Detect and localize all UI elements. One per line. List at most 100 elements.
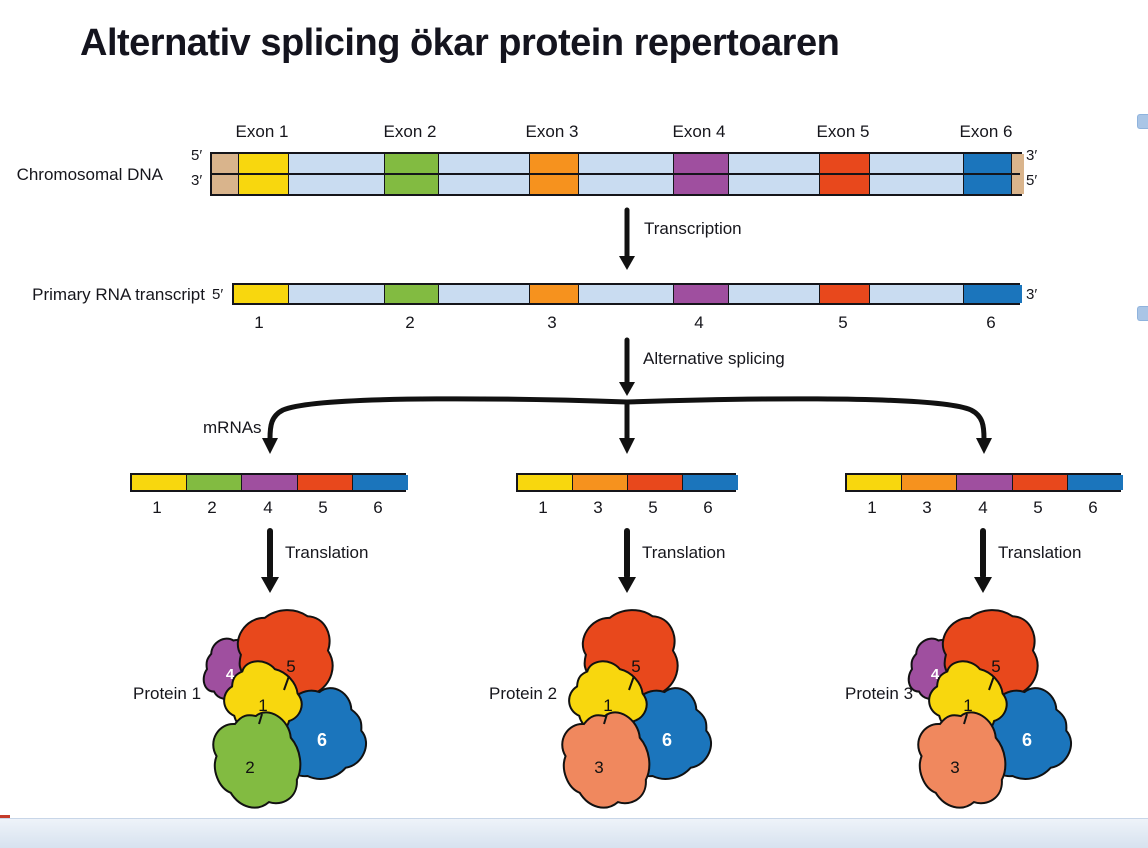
alternative-splicing-arrowhead	[619, 382, 635, 396]
arrow-heads	[261, 256, 992, 593]
protein-subunit-6-blob	[610, 677, 721, 790]
dna-exon-label: Exon 5	[816, 122, 870, 141]
mrna-segment	[957, 475, 1013, 490]
transcription-label: Transcription	[644, 219, 742, 238]
mrna-segment	[187, 475, 242, 490]
splice-arrowhead-left	[262, 438, 278, 454]
protein-2-label: Protein 2	[489, 684, 558, 703]
protein-subunit-number: 1	[258, 696, 267, 715]
protein-1-numbers: 4 5 1 2 6	[226, 657, 327, 777]
mrna-exon-number: 3	[593, 498, 603, 517]
protein-subunit-3-blob	[552, 705, 659, 817]
mrna-segment	[518, 475, 573, 490]
protein-subunit-6-blob	[265, 677, 376, 790]
mrna-exon-number: 1	[867, 498, 877, 517]
arrow-lines	[267, 207, 987, 579]
mrna-exon-number: 4	[978, 498, 988, 517]
splice-arrowhead-center	[619, 438, 635, 454]
dna-exon-label: Exon 3	[525, 122, 579, 141]
rna-intron-segment	[579, 285, 674, 303]
protein-subunit-number: 5	[286, 657, 295, 676]
right-edge-scroll-marker-top[interactable]	[1137, 114, 1148, 129]
mrna-segment	[353, 475, 408, 490]
protein-subunit-5-blob	[937, 603, 1046, 715]
mrna-exon-number: 5	[648, 498, 658, 517]
bottom-accent-red	[0, 815, 10, 818]
mrna-exon-number: 6	[1088, 498, 1098, 517]
rna-exon-number: 1	[254, 313, 264, 332]
rna-exon-number: 3	[547, 313, 557, 332]
right-edge-scroll-marker-bottom[interactable]	[1137, 306, 1148, 321]
rna-exon-number: 6	[986, 313, 996, 332]
translation-label-3: Translation	[998, 543, 1082, 562]
protein-subunit-1-blob	[558, 650, 658, 750]
rna-exon6-segment	[964, 285, 1022, 303]
protein-subunit-number: 1	[963, 696, 972, 715]
rna-exon-number: 4	[694, 313, 704, 332]
translation-label-1: Translation	[285, 543, 369, 562]
protein-subunit-number: 6	[1022, 730, 1032, 750]
translation-label-2: Translation	[642, 543, 726, 562]
protein-subunit-5-blob	[232, 603, 341, 715]
dna-row-label: Chromosomal DNA	[16, 165, 163, 184]
translation-arrowhead-2	[618, 577, 636, 593]
protein-3-label: Protein 3	[845, 684, 914, 703]
translation-arrowhead-3	[974, 577, 992, 593]
mrna-segment	[573, 475, 628, 490]
protein-subunit-3-blob	[908, 705, 1015, 817]
protein-3-blobs	[902, 603, 1081, 817]
rna-exon4-segment	[674, 285, 729, 303]
protein-subunit-number: 6	[662, 730, 672, 750]
mrna-exon-number: 6	[703, 498, 713, 517]
blob-crease-line	[963, 713, 968, 725]
mrna-exon-number: 2	[207, 498, 217, 517]
dna-exon-label: Exon 6	[959, 122, 1013, 141]
rna-row-label: Primary RNA transcript	[32, 285, 205, 304]
dna-left-top-prime: 5′	[191, 147, 203, 164]
mrna-segment	[847, 475, 902, 490]
mrna-segment	[242, 475, 298, 490]
mrna-exon-number: 1	[152, 498, 162, 517]
mrna-exon-number: 4	[263, 498, 273, 517]
protein-subunit-number: 5	[991, 657, 1000, 676]
protein-subunit-6-blob	[970, 677, 1081, 790]
dna-right-top-prime: 3′	[1026, 147, 1038, 164]
protein-subunit-5-blob	[577, 603, 686, 715]
dna-right-bottom-prime: 5′	[1026, 172, 1038, 189]
protein-2-blobs	[552, 603, 720, 817]
rna-intron-segment	[289, 285, 385, 303]
protein-2-numbers: 5 1 3 6	[594, 657, 672, 777]
mrna-segment	[132, 475, 187, 490]
protein-subunit-number: 2	[245, 758, 254, 777]
rna-exon-number: 2	[405, 313, 415, 332]
mrna-bar-2	[516, 473, 738, 492]
mrna-segment	[628, 475, 683, 490]
mrna-bar-1	[130, 473, 408, 492]
blob-crease-line	[988, 675, 995, 691]
dna-strand-divider	[212, 173, 1020, 175]
splice-arrowhead-right	[976, 438, 992, 454]
rna-exon-number: 5	[838, 313, 848, 332]
dna-exon-label: Exon 1	[235, 122, 289, 141]
mrna-exon-number: 5	[318, 498, 328, 517]
slide-title: Alternativ splicing ökar protein reperto…	[80, 22, 840, 64]
mrna-segment	[1068, 475, 1123, 490]
bottom-bar	[0, 815, 1148, 848]
protein-subunit-number: 6	[317, 730, 327, 750]
protein-subunit-2-blob	[203, 705, 310, 817]
translation-arrowhead-1	[261, 577, 279, 593]
rna-exon1-segment	[234, 285, 289, 303]
dna-left-bottom-prime: 3′	[191, 172, 203, 189]
mrna-exon-number: 5	[1033, 498, 1043, 517]
mrna-exon-number: 6	[373, 498, 383, 517]
protein-1-label: Protein 1	[133, 684, 202, 703]
protein-subunit-number: 1	[603, 696, 612, 715]
protein-subunit-number: 3	[594, 758, 603, 777]
rna-right-prime: 3′	[1026, 286, 1038, 303]
splice-branch-right	[624, 396, 987, 442]
protein-3-numbers: 4 5 1 3 6	[931, 657, 1032, 777]
blob-crease-line	[283, 675, 290, 691]
rna-left-prime: 5′	[212, 286, 224, 303]
mrna-segment	[683, 475, 738, 490]
mrna-exon-number: 1	[538, 498, 548, 517]
